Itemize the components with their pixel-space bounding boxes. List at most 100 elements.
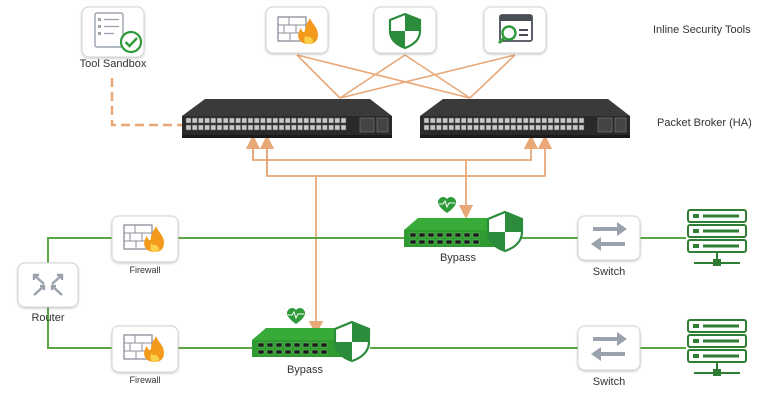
port xyxy=(429,117,436,124)
router-arrows-icon xyxy=(32,273,64,296)
port xyxy=(315,117,322,124)
port xyxy=(504,124,510,131)
port xyxy=(247,117,254,124)
port xyxy=(491,117,498,124)
port xyxy=(485,124,492,131)
port xyxy=(216,117,223,124)
port xyxy=(291,124,297,131)
port xyxy=(315,124,322,131)
port xyxy=(436,239,444,245)
port xyxy=(222,124,229,131)
port xyxy=(266,124,272,131)
port xyxy=(436,124,442,131)
port xyxy=(291,117,297,124)
port xyxy=(445,232,453,238)
router-node[interactable] xyxy=(17,262,79,308)
port xyxy=(278,117,285,124)
port xyxy=(418,232,426,238)
port xyxy=(204,124,210,131)
port xyxy=(491,124,498,131)
port xyxy=(572,124,579,131)
port xyxy=(229,124,235,131)
port xyxy=(185,117,192,124)
port xyxy=(516,124,523,131)
port xyxy=(510,124,517,131)
server-top-node[interactable] xyxy=(687,209,747,266)
tool-sandbox-node[interactable] xyxy=(81,6,145,58)
bypass-top-label: Bypass xyxy=(439,252,477,264)
port xyxy=(334,124,341,131)
tool-sandbox-label: Tool Sandbox xyxy=(79,58,147,70)
port xyxy=(442,117,448,124)
port xyxy=(309,124,316,131)
packet-broker-1[interactable] xyxy=(182,99,392,138)
port xyxy=(463,239,471,245)
port xyxy=(522,124,529,131)
port xyxy=(436,117,442,124)
firewall-top-node[interactable] xyxy=(111,215,179,263)
port xyxy=(485,117,492,124)
switch-top-label: Switch xyxy=(592,266,626,278)
firewall-bottom-label: Firewall xyxy=(129,375,161,385)
shield-icon xyxy=(388,12,422,50)
bypass-top-node[interactable] xyxy=(404,197,524,253)
port xyxy=(275,349,283,355)
port xyxy=(547,117,554,124)
port xyxy=(253,124,260,131)
bypass-bottom-node[interactable] xyxy=(252,308,371,363)
port xyxy=(235,117,241,124)
port xyxy=(272,124,279,131)
port xyxy=(320,342,328,348)
port xyxy=(303,117,310,124)
port xyxy=(547,124,554,131)
port xyxy=(454,117,461,124)
port xyxy=(454,239,462,245)
port xyxy=(198,117,204,124)
port xyxy=(260,117,266,124)
port xyxy=(311,349,319,355)
tool-firewall-node[interactable] xyxy=(265,6,329,54)
port xyxy=(266,342,274,348)
port xyxy=(578,117,585,124)
packet-broker-label: Packet Broker (HA) xyxy=(657,117,752,129)
port xyxy=(241,124,248,131)
port xyxy=(460,117,467,124)
port xyxy=(297,117,303,124)
port xyxy=(302,349,310,355)
port xyxy=(479,117,486,124)
port xyxy=(448,124,455,131)
port xyxy=(473,117,479,124)
port xyxy=(284,124,291,131)
port xyxy=(297,124,303,131)
port xyxy=(303,124,310,131)
switch-top-node[interactable] xyxy=(577,215,641,261)
port xyxy=(498,117,504,124)
port xyxy=(266,349,274,355)
port xyxy=(463,232,471,238)
tool-ips-node[interactable] xyxy=(373,6,437,54)
switch-bottom-node[interactable] xyxy=(577,325,641,371)
bypass-bottom-label: Bypass xyxy=(286,364,324,376)
heart-pulse-icon xyxy=(438,197,456,213)
server-bottom-node[interactable] xyxy=(687,319,747,376)
firewall-bottom-node[interactable] xyxy=(111,325,179,373)
port xyxy=(284,117,291,124)
port xyxy=(311,342,319,348)
packet-broker-2[interactable] xyxy=(420,99,630,138)
port xyxy=(418,239,426,245)
port xyxy=(293,342,301,348)
port xyxy=(535,124,541,131)
port xyxy=(516,117,523,124)
port xyxy=(210,117,217,124)
heart-pulse-icon xyxy=(287,308,305,324)
magnifier-window-icon xyxy=(497,14,533,45)
port xyxy=(445,239,453,245)
port xyxy=(191,124,198,131)
port xyxy=(198,124,204,131)
port xyxy=(498,124,504,131)
tool-analyzer-node[interactable] xyxy=(483,6,547,54)
port xyxy=(553,124,560,131)
port xyxy=(340,117,347,124)
port xyxy=(541,124,548,131)
port xyxy=(560,124,566,131)
